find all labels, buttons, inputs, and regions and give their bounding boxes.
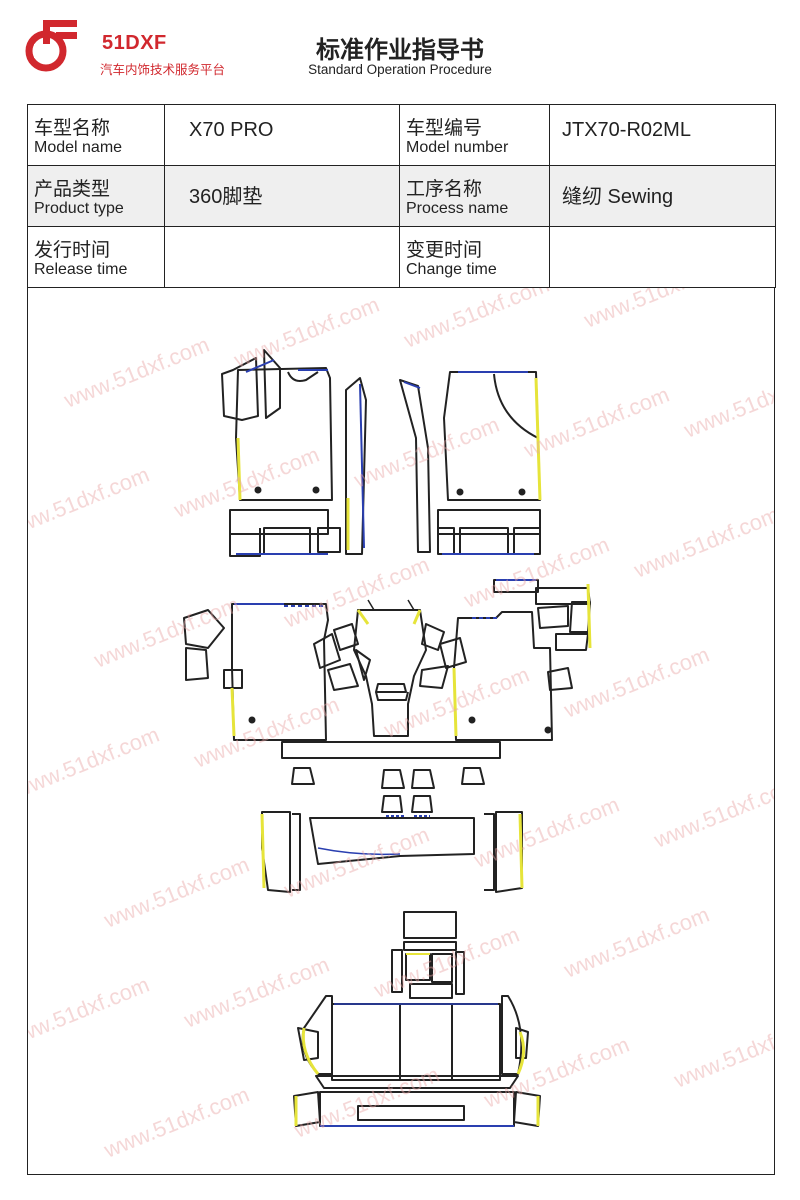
release-time-value (164, 226, 400, 288)
product-type-label: 产品类型 Product type (27, 165, 165, 227)
model-name-label: 车型名称 Model name (27, 104, 165, 166)
page-subtitle: Standard Operation Procedure (308, 62, 492, 77)
logo-mark-icon (25, 20, 77, 72)
info-table: 车型名称 Model name X70 PRO 车型编号 Model numbe… (27, 104, 776, 288)
front-left-mat (221, 349, 367, 557)
second-row-back-strip (260, 811, 524, 893)
floor-mat-pattern-drawing (183, 349, 592, 1127)
product-type-value: 360脚垫 (164, 165, 400, 227)
change-time-value (549, 226, 776, 288)
model-number-label: 车型编号 Model number (399, 104, 550, 166)
info-row-model: 车型名称 Model name X70 PRO 车型编号 Model numbe… (27, 104, 776, 166)
info-row-product: 产品类型 Product type 360脚垫 工序名称 Process nam… (27, 165, 776, 227)
process-name-value: 缝纫 Sewing (549, 165, 776, 227)
front-right-mat (399, 371, 542, 555)
change-time-label: 变更时间 Change time (399, 226, 550, 288)
process-name-label: 工序名称 Process name (399, 165, 550, 227)
second-row-mats (183, 579, 592, 817)
logo: 51DXF 汽车内饰技术服务平台 (22, 18, 282, 78)
info-row-time: 发行时间 Release time 变更时间 Change time (27, 226, 776, 288)
model-number-value: JTX70-R02ML (549, 104, 776, 166)
third-row-mats (293, 911, 541, 1127)
release-time-label: 发行时间 Release time (27, 226, 165, 288)
logo-name: 51DXF (102, 32, 167, 54)
page-title: 标准作业指导书 (316, 36, 484, 64)
model-name-value: X70 PRO (164, 104, 400, 166)
logo-tagline: 汽车内饰技术服务平台 (100, 62, 226, 77)
